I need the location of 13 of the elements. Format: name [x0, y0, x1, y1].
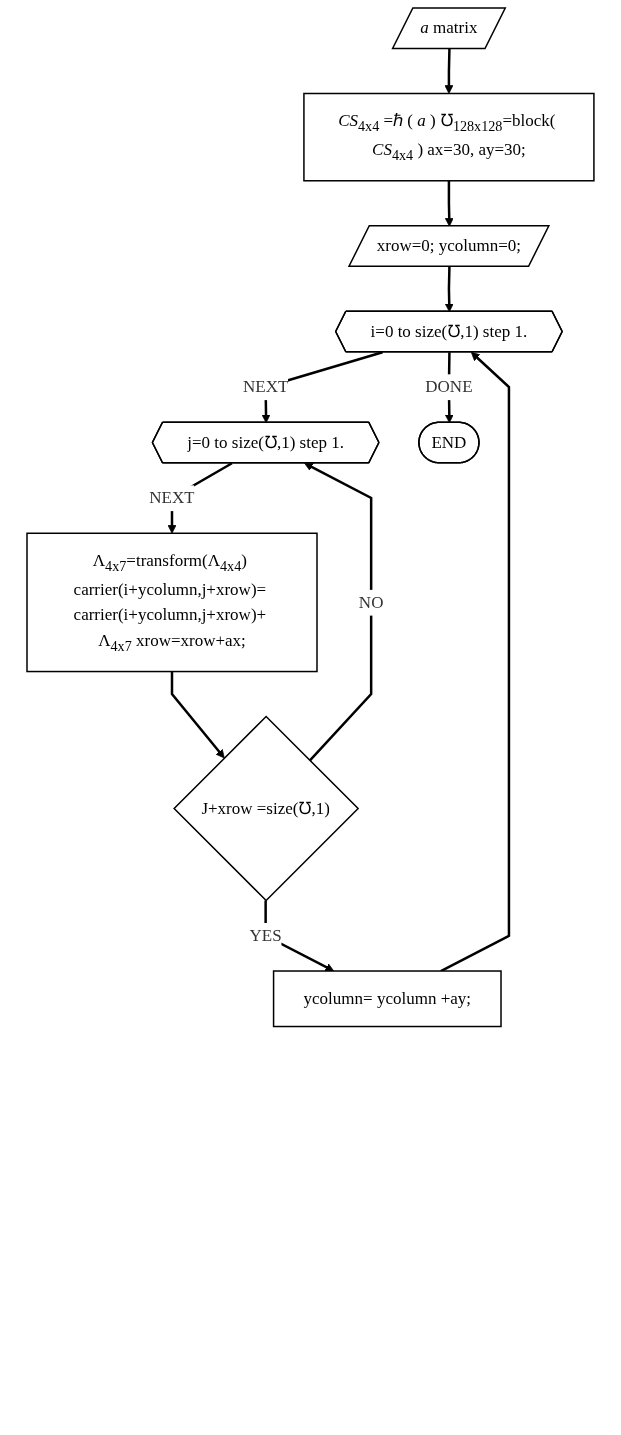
arrow	[304, 462, 373, 762]
edge-label: NO	[358, 592, 384, 612]
edge-label: DONE	[425, 377, 473, 397]
arrow	[444, 266, 454, 313]
node-box: ycolumn= ycolumn +ay;	[272, 970, 502, 1028]
arrow	[170, 671, 225, 759]
node-box: CS$_{4x4}$ =ℏ ( a ) ℧$_{128x128}$=block( CS$_{4x4}$ ) ax=30, ay=30;	[303, 92, 595, 182]
arrow	[444, 48, 454, 94]
edge-label: NEXT	[243, 377, 289, 397]
edge-label: YES	[249, 926, 282, 946]
node-diamond: J+xrow =size(℧,1)	[173, 715, 360, 902]
edge-label: NEXT	[149, 488, 195, 508]
node-box: Λ$_{4x7}$=transform(Λ$_{4x4}$) carrier(i+ycolumn,j+xrow)= carrier(i+ycolumn,j+xrow)+ Λ$_{4x7}$ xrow=xrow+ax;	[26, 532, 318, 673]
